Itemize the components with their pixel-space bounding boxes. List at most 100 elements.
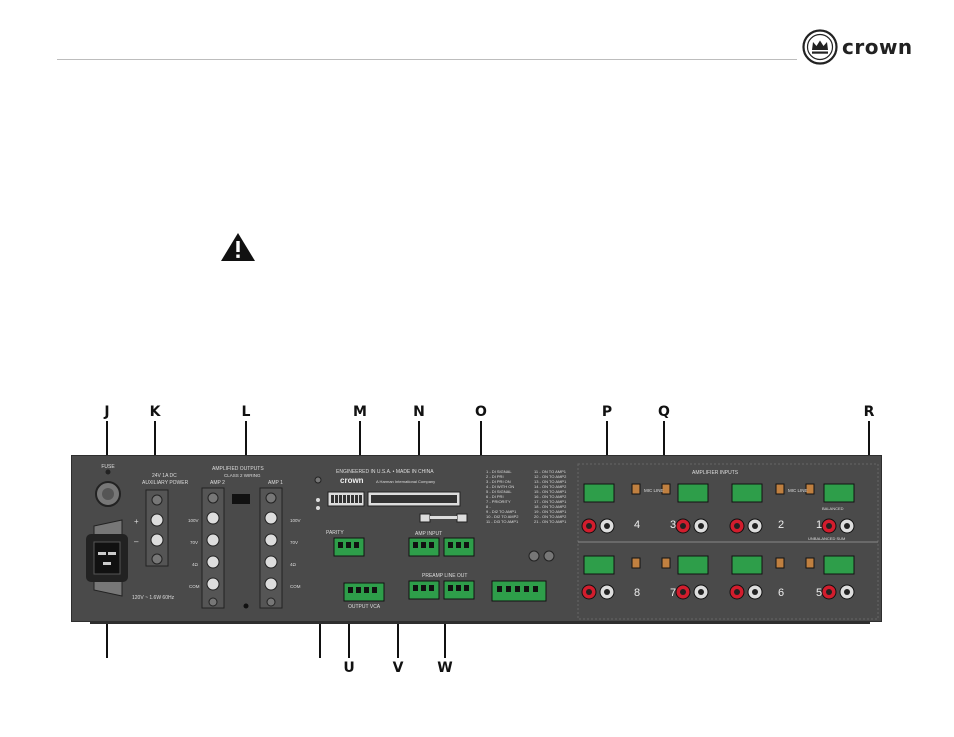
- minus-sign: –: [134, 537, 139, 546]
- svg-text:4 - DI WITH ON: 4 - DI WITH ON: [486, 484, 514, 489]
- screw-icon: [543, 550, 555, 562]
- input-channel-4[interactable]: [581, 483, 671, 534]
- remote-connector[interactable]: [491, 580, 547, 602]
- balanced-label: BALANCED: [822, 506, 844, 511]
- aux-power-voltage: 24V 1A DC: [152, 473, 177, 479]
- aux-power-title: AUXILIARY POWER: [142, 480, 189, 486]
- dip-switch-bank-1[interactable]: [327, 491, 365, 507]
- svg-text:5 - DI SIGNAL: 5 - DI SIGNAL: [486, 489, 512, 494]
- input-channel-8[interactable]: [581, 555, 671, 600]
- crown-emblem-icon: [802, 29, 838, 65]
- input-channel-1[interactable]: [821, 483, 855, 534]
- svg-text:10 - DI2 TO AMP2: 10 - DI2 TO AMP2: [486, 514, 519, 519]
- amp-input-label: AMP INPUT: [415, 531, 442, 537]
- input-channel-6[interactable]: [729, 555, 815, 600]
- hole-icon: [243, 603, 249, 609]
- output-vca-connector[interactable]: [343, 582, 385, 602]
- amplifier-inputs-title: AMPLIFIER INPUTS: [692, 470, 739, 476]
- input-channel-7[interactable]: [675, 555, 709, 600]
- channel-number-3: 3: [670, 519, 676, 531]
- screw-icon: [105, 469, 111, 475]
- preamp-out-connector-2[interactable]: [408, 580, 440, 600]
- amp2-label: AMP 2: [210, 480, 225, 486]
- callout-u: U: [343, 660, 355, 676]
- channel-number-1: 1: [816, 519, 822, 531]
- tap-label-com-amp2: COM: [189, 584, 200, 589]
- fuse-label: FUSE: [101, 464, 115, 470]
- tap-label-com-amp1: COM: [290, 584, 301, 589]
- mic-line-label: MIC LINE: [644, 488, 664, 493]
- paging-label: PARITY: [326, 530, 344, 536]
- dip-legend-right: 11 - ON TO AMP1 12 - ON TO AMP2 13 - ON …: [534, 469, 567, 524]
- callout-v: V: [392, 660, 404, 676]
- panel-base: [90, 621, 870, 624]
- leader-w: [444, 600, 446, 658]
- amp2-output-terminal[interactable]: [201, 487, 225, 609]
- tap-label-100v-amp2: 100V: [188, 518, 199, 523]
- svg-text:18 - ON TO AMP2: 18 - ON TO AMP2: [534, 504, 567, 509]
- callout-o: O: [475, 404, 487, 420]
- panel-brand: crown: [340, 476, 364, 485]
- callout-k: K: [149, 404, 161, 420]
- fuse-holder[interactable]: [95, 481, 121, 507]
- svg-text:9 - DI2 TO AMP1: 9 - DI2 TO AMP1: [486, 509, 517, 514]
- svg-text:8 -: 8 -: [486, 504, 491, 509]
- callout-r: R: [863, 404, 875, 420]
- led-indicator: [316, 498, 320, 502]
- svg-text:1 - DI SIGNAL: 1 - DI SIGNAL: [486, 469, 512, 474]
- svg-text:19 - ON TO AMP1: 19 - ON TO AMP1: [534, 509, 567, 514]
- panel-brand-sub: A Harman International Company: [376, 479, 435, 484]
- callout-n: N: [413, 404, 425, 420]
- callout-p: P: [601, 404, 613, 420]
- svg-text:11 - ON TO AMP1: 11 - ON TO AMP1: [534, 469, 567, 474]
- paging-connector[interactable]: [333, 537, 365, 557]
- class-wiring-label: CLASS 2 WIRING: [224, 473, 261, 478]
- preamp-out-connector-1[interactable]: [443, 580, 475, 600]
- preamp-line-out-label: PREAMP LINE OUT: [422, 573, 467, 579]
- input-channel-2[interactable]: [729, 483, 815, 534]
- tap-label-70v-amp1: 70V: [290, 540, 298, 545]
- svg-text:15 - ON TO AMP1: 15 - ON TO AMP1: [534, 489, 567, 494]
- svg-text:21 - ON TO AMP1: 21 - ON TO AMP1: [534, 519, 567, 524]
- svg-text:11 - DI3 TO AMP1: 11 - DI3 TO AMP1: [486, 519, 519, 524]
- svg-text:14 - ON TO AMP2: 14 - ON TO AMP2: [534, 484, 567, 489]
- tap-label-4ohm-amp2: 4Ω: [192, 562, 199, 567]
- amp-input-connector-2[interactable]: [408, 537, 440, 557]
- callout-j: J: [104, 404, 110, 420]
- leader-u: [348, 600, 350, 658]
- tap-label-4ohm-amp1: 4Ω: [290, 562, 297, 567]
- svg-text:20 - ON TO AMP2: 20 - ON TO AMP2: [534, 514, 567, 519]
- input-channel-5[interactable]: [821, 555, 855, 600]
- channel-number-6: 6: [778, 587, 784, 599]
- channel-number-5: 5: [816, 587, 822, 599]
- level-switch[interactable]: [419, 513, 468, 523]
- channel-number-7: 7: [670, 587, 676, 599]
- logo-text: crown: [842, 35, 913, 59]
- leader-j: [106, 421, 108, 481]
- svg-text:6 - DI PRI: 6 - DI PRI: [486, 494, 504, 499]
- power-inlet[interactable]: [86, 519, 128, 597]
- input-channel-3[interactable]: [675, 483, 709, 534]
- aux-power-terminal[interactable]: [145, 489, 169, 567]
- amp-input-connector-1[interactable]: [443, 537, 475, 557]
- rear-panel: FUSE 120V ~ 1.6W 60Hz 24V 1A DC AUXILIAR…: [71, 455, 882, 622]
- callout-w: W: [437, 660, 453, 676]
- mic-line-label: MIC LINE: [788, 488, 808, 493]
- screw-icon: [528, 550, 540, 562]
- output-vca-label: OUTPUT VCA: [348, 604, 381, 610]
- amplified-outputs-title: AMPLIFIED OUTPUTS: [212, 466, 264, 472]
- header-rule: [57, 59, 797, 60]
- amp1-output-terminal[interactable]: [259, 487, 283, 609]
- leader-m: [359, 421, 361, 471]
- svg-text:12 - ON TO AMP2: 12 - ON TO AMP2: [534, 474, 567, 479]
- ground-block: [232, 494, 250, 504]
- channel-number-8: 8: [634, 587, 640, 599]
- dip-switch-bank-2[interactable]: [367, 491, 461, 507]
- svg-text:13 - ON TO AMP1: 13 - ON TO AMP1: [534, 479, 567, 484]
- made-in-label: ENGINEERED IN U.S.A. • MADE IN CHINA: [336, 469, 434, 475]
- led-indicator: [316, 506, 320, 510]
- svg-text:7 - PRIORITY: 7 - PRIORITY: [486, 499, 511, 504]
- callout-q: Q: [658, 404, 670, 420]
- screw-icon: [314, 476, 322, 484]
- mains-label: 120V ~ 1.6W 60Hz: [132, 595, 175, 601]
